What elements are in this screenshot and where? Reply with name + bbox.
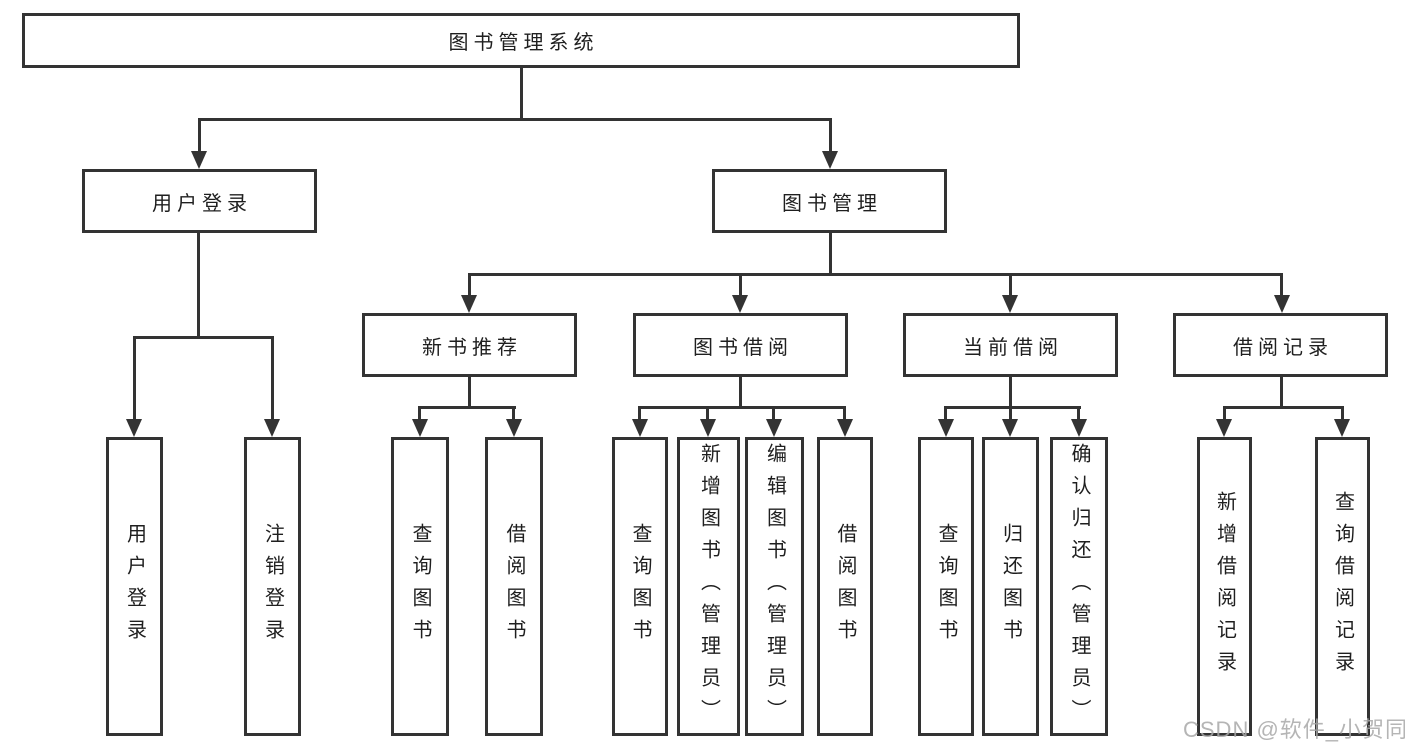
connector-stub — [1280, 377, 1283, 408]
leaf-query-books-current: 查询图书 — [918, 437, 974, 736]
leaf-edit-books-admin: 编辑图书（管理员） — [745, 437, 804, 736]
arrow-down-icon — [191, 151, 207, 169]
arrow-down-icon — [732, 295, 748, 313]
connector-drop-leaf — [638, 406, 641, 421]
connector-rail — [638, 406, 846, 409]
leaf-borrow-books-recommend: 借阅图书 — [485, 437, 543, 736]
arrow-down-icon — [1002, 419, 1018, 437]
node-label: 用户登录 — [123, 522, 146, 651]
leaf-borrow-books: 借阅图书 — [817, 437, 873, 736]
arrow-down-icon — [822, 151, 838, 169]
connector-drop-leaf — [1077, 406, 1080, 421]
connector-stub — [739, 377, 742, 408]
arrow-down-icon — [412, 419, 428, 437]
arrow-down-icon — [1002, 295, 1018, 313]
arrow-down-icon — [700, 419, 716, 437]
connector-drop-leaf — [1223, 406, 1226, 421]
node-user-login: 用户登录 — [82, 169, 317, 233]
node-library-management-system: 图书管理系统 — [22, 13, 1020, 68]
node-label: 查询图书 — [935, 522, 957, 651]
node-label: 图书管理系统 — [448, 32, 599, 54]
node-new-book-recommendation: 新书推荐 — [362, 313, 577, 377]
connector-stub — [468, 377, 471, 408]
connector-drop-leaf — [944, 406, 947, 421]
node-label: 当前借阅 — [963, 336, 1063, 359]
leaf-logout: 注销登录 — [244, 437, 301, 736]
connector-rail — [418, 406, 516, 409]
node-label: 用户登录 — [152, 192, 252, 215]
connector-rail — [944, 406, 1081, 409]
arrow-down-icon — [506, 419, 522, 437]
connector-level3-rail — [468, 273, 1283, 276]
node-label: 查询借阅记录 — [1331, 490, 1354, 683]
connector-drop-leaf — [843, 406, 846, 421]
node-borrowing-records: 借阅记录 — [1173, 313, 1388, 377]
arrow-down-icon — [126, 419, 142, 437]
connector-level2-rail — [198, 118, 832, 121]
connector-drop-current-borrow — [1009, 273, 1012, 298]
connector-stub — [1009, 377, 1012, 408]
connector-book-management-stub — [829, 233, 832, 275]
node-book-management: 图书管理 — [712, 169, 947, 233]
connector-drop-leaf — [271, 336, 274, 421]
connector-drop-user-login — [198, 118, 201, 154]
leaf-query-books-borrow: 查询图书 — [612, 437, 668, 736]
connector-drop-new-book — [468, 273, 471, 298]
node-label: 借阅图书 — [834, 522, 856, 651]
arrow-down-icon — [1071, 419, 1087, 437]
connector-drop-leaf — [772, 406, 775, 421]
node-book-borrowing: 图书借阅 — [633, 313, 848, 377]
node-label: 借阅记录 — [1233, 336, 1333, 359]
leaf-add-books-admin: 新增图书（管理员） — [677, 437, 740, 736]
node-label: 归还图书 — [999, 522, 1022, 651]
node-current-borrowing: 当前借阅 — [903, 313, 1118, 377]
connector-rail — [1223, 406, 1344, 409]
connector-root-stub — [520, 68, 523, 118]
leaf-confirm-return-admin: 确认归还（管理员） — [1050, 437, 1108, 736]
node-label: 查询图书 — [629, 522, 651, 651]
connector-drop-leaf — [706, 406, 709, 421]
connector-drop-leaf — [512, 406, 515, 421]
leaf-user-login: 用户登录 — [106, 437, 163, 736]
connector-drop-leaf — [1341, 406, 1344, 421]
node-label: 编辑图书（管理员） — [763, 442, 786, 731]
node-label: 图书借阅 — [693, 336, 793, 359]
node-label: 新书推荐 — [422, 336, 522, 359]
arrow-down-icon — [1334, 419, 1350, 437]
arrow-down-icon — [632, 419, 648, 437]
node-label: 确认归还（管理员） — [1068, 442, 1090, 731]
node-label: 图书管理 — [782, 192, 882, 215]
node-label: 新增借阅记录 — [1213, 490, 1236, 683]
csdn-watermark: CSDN @软件_小贺同学 — [1183, 717, 1405, 742]
arrow-down-icon — [938, 419, 954, 437]
connector-drop-book-management — [829, 118, 832, 154]
connector-user-login-stub — [197, 233, 200, 338]
arrow-down-icon — [264, 419, 280, 437]
leaf-query-books-recommend: 查询图书 — [391, 437, 449, 736]
arrow-down-icon — [766, 419, 782, 437]
connector-drop-book-borrow — [739, 273, 742, 298]
node-label: 注销登录 — [261, 522, 284, 651]
leaf-query-borrow-record: 查询借阅记录 — [1315, 437, 1370, 736]
node-label: 查询图书 — [409, 522, 431, 651]
connector-drop-leaf — [418, 406, 421, 421]
connector-drop-leaf — [133, 336, 136, 421]
leaf-return-books: 归还图书 — [982, 437, 1039, 736]
arrow-down-icon — [461, 295, 477, 313]
connector-user-login-rail — [133, 336, 274, 339]
arrow-down-icon — [837, 419, 853, 437]
node-label: 借阅图书 — [503, 522, 525, 651]
connector-drop-borrow-records — [1280, 273, 1283, 298]
connector-drop-leaf — [1009, 406, 1012, 421]
node-label: 新增图书（管理员） — [697, 442, 720, 731]
arrow-down-icon — [1274, 295, 1290, 313]
leaf-add-borrow-record: 新增借阅记录 — [1197, 437, 1252, 736]
arrow-down-icon — [1216, 419, 1232, 437]
